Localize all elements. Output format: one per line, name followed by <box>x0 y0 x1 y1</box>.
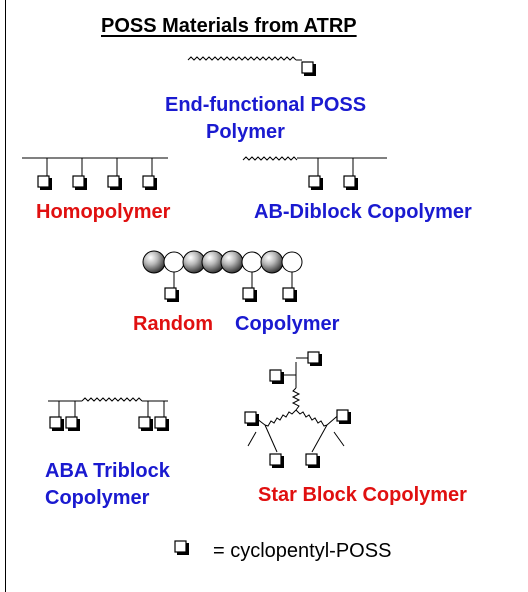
star-poss-icon <box>269 453 285 469</box>
diblock-poss-icon <box>308 175 324 191</box>
homopolymer-poss-icon <box>37 175 53 191</box>
ab-diblock-structure <box>242 156 387 191</box>
diblock-poss-icon <box>343 175 359 191</box>
homopolymer-label: Homopolymer <box>36 201 171 223</box>
random-label-word1: Random <box>133 313 213 335</box>
aba-triblock-structure <box>48 397 170 432</box>
triblock-poss-icon <box>154 416 170 432</box>
end-functional-label-line1: End-functional POSS <box>165 94 367 116</box>
end-functional-structure <box>187 56 317 77</box>
triblock-poss-icon <box>65 416 81 432</box>
end-functional-poss-icon <box>301 61 317 77</box>
homopolymer-poss-icon <box>107 175 123 191</box>
legend-poss-icon <box>174 540 190 556</box>
monomer-bead-white <box>163 251 185 273</box>
legend-text: = cyclopentyl-POSS <box>213 540 392 562</box>
homopolymer-poss-icon <box>72 175 88 191</box>
homopolymer-structure <box>22 157 168 191</box>
star-block-structure <box>244 351 352 469</box>
star-poss-icon <box>336 409 352 425</box>
monomer-bead-dark <box>142 250 166 274</box>
triblock-poss-icon <box>138 416 154 432</box>
star-poss-icon <box>269 369 285 385</box>
diagram-title: POSS Materials from ATRP <box>101 15 357 37</box>
random-label-word2: Copolymer <box>235 313 340 335</box>
monomer-bead-dark <box>260 250 284 274</box>
star-poss-icon <box>244 411 260 427</box>
aba-triblock-label-line2: Copolymer <box>45 487 150 509</box>
end-functional-chain <box>187 56 297 61</box>
random-poss-icon <box>164 287 180 303</box>
random-poss-icon <box>242 287 258 303</box>
monomer-bead-dark <box>220 250 244 274</box>
frame-left-edge <box>5 0 6 592</box>
star-poss-icon <box>307 351 323 367</box>
aba-triblock-label-line1: ABA Triblock <box>45 460 170 482</box>
star-block-label: Star Block Copolymer <box>258 484 467 506</box>
monomer-bead-white <box>281 251 303 273</box>
homopolymer-poss-icon <box>142 175 158 191</box>
ab-diblock-label: AB-Diblock Copolymer <box>254 201 472 223</box>
random-copolymer-structure <box>142 250 303 303</box>
monomer-bead-white <box>241 251 263 273</box>
triblock-poss-icon <box>49 416 65 432</box>
star-poss-icon <box>305 453 321 469</box>
end-functional-label-line2: Polymer <box>206 121 285 143</box>
random-poss-icon <box>282 287 298 303</box>
